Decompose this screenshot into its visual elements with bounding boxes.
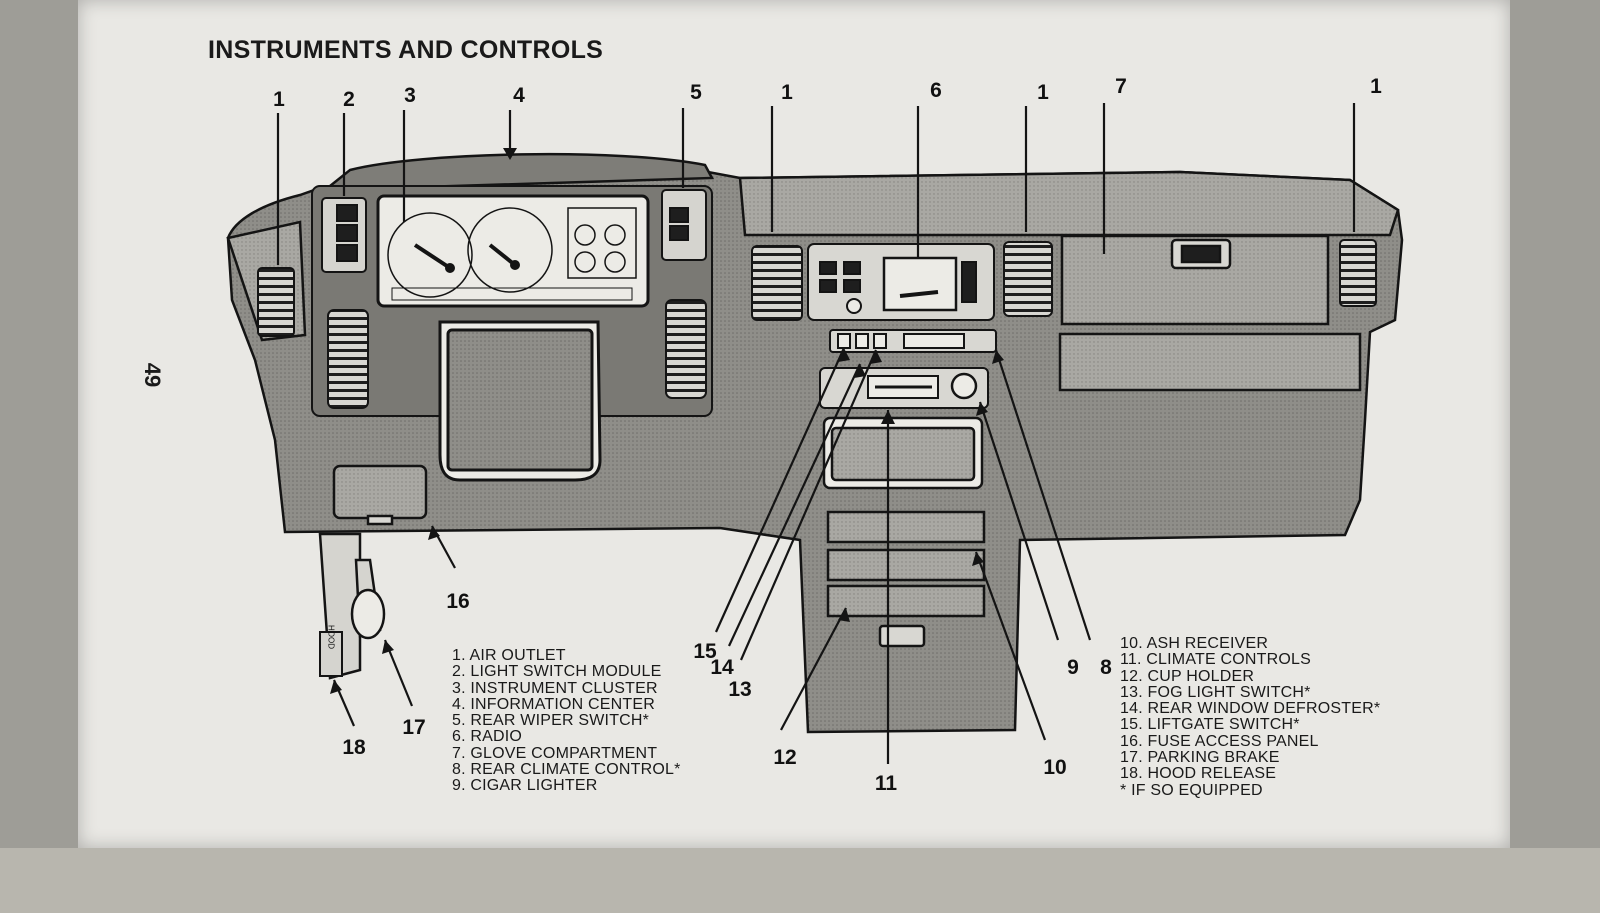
legend-item: 1. AIR OUTLET xyxy=(452,647,566,664)
radio-unit xyxy=(807,243,995,321)
legend-item: 2. LIGHT SWITCH MODULE xyxy=(452,663,662,681)
page-title: INSTRUMENTS AND CONTROLS xyxy=(208,36,604,64)
legend-item: 3. INSTRUMENT CLUSTER xyxy=(452,679,658,697)
legend-item: 8. REAR CLIMATE CONTROL* xyxy=(452,761,681,779)
instrument-cluster xyxy=(311,185,713,417)
callout-17: 17 xyxy=(402,716,426,739)
callout-1-air-outlet: 1 xyxy=(273,88,285,111)
background-surface xyxy=(0,848,1600,913)
callout-16: 16 xyxy=(446,590,470,613)
callout-4: 4 xyxy=(513,84,525,107)
callout-15: 15 xyxy=(693,640,717,663)
callout-13: 13 xyxy=(728,678,752,701)
legend-item: 6. RADIO xyxy=(452,728,523,746)
callout-8: 8 xyxy=(1100,656,1112,679)
legend-footnote: * IF SO EQUIPPED xyxy=(1120,781,1263,799)
legend-item: 11. CLIMATE CONTROLS xyxy=(1120,651,1311,669)
glove-compartment xyxy=(1058,234,1362,392)
legend-item: 5. REAR WIPER SWITCH* xyxy=(452,712,650,730)
callout-arrowheads xyxy=(330,148,1004,694)
legend-item: 13. FOG LIGHT SWITCH* xyxy=(1120,683,1311,701)
legend-left: 1. AIR OUTLET 2. LIGHT SWITCH MODULE 3. … xyxy=(452,647,681,795)
legend-item: 9. CIGAR LIGHTER xyxy=(452,777,598,795)
callout-18: 18 xyxy=(342,736,366,759)
hood-release-handle xyxy=(319,631,343,677)
callout-10: 10 xyxy=(1043,756,1067,779)
legend-item: 14. REAR WINDOW DEFROSTER* xyxy=(1120,700,1381,718)
climate-control-panel xyxy=(819,367,989,409)
callout-1-air-outlet: 1 xyxy=(1037,81,1049,104)
callout-1-air-outlet: 1 xyxy=(1370,75,1382,98)
legend-item: 16. FUSE ACCESS PANEL xyxy=(1120,732,1319,750)
callout-leaders xyxy=(276,103,1356,764)
hood-release-label: HOOD xyxy=(327,625,336,649)
callout-7: 7 xyxy=(1115,75,1127,98)
light-switch-module xyxy=(321,197,367,273)
legend-right: 10. ASH RECEIVER 11. CLIMATE CONTROLS 12… xyxy=(1120,635,1381,799)
callout-5: 5 xyxy=(690,81,702,104)
callout-3: 3 xyxy=(404,84,416,107)
parking-brake-lever xyxy=(318,532,386,680)
legend-item: 12. CUP HOLDER xyxy=(1120,667,1255,685)
rear-wiper-switch xyxy=(661,189,707,261)
fuse-access-panel xyxy=(332,464,428,526)
callout-9: 9 xyxy=(1067,656,1079,679)
callout-2: 2 xyxy=(343,88,355,111)
legend-item: 4. INFORMATION CENTER xyxy=(452,695,656,713)
air-outlets xyxy=(257,239,1377,409)
legend-item: 10. ASH RECEIVER xyxy=(1120,635,1269,652)
center-switch-strip xyxy=(829,329,997,353)
callout-14: 14 xyxy=(710,656,734,679)
callout-12: 12 xyxy=(773,746,797,769)
callout-6: 6 xyxy=(930,79,942,102)
legend-item: 7. GLOVE COMPARTMENT xyxy=(452,744,658,762)
legend-item: 17. PARKING BRAKE xyxy=(1120,749,1280,767)
legend-item: 18. HOOD RELEASE xyxy=(1120,765,1277,783)
center-console xyxy=(822,416,986,648)
steering-column-opening xyxy=(438,320,602,482)
callout-1-air-outlet: 1 xyxy=(781,81,793,104)
callout-11: 11 xyxy=(874,772,898,795)
legend-item: 15. LIFTGATE SWITCH* xyxy=(1120,716,1300,734)
